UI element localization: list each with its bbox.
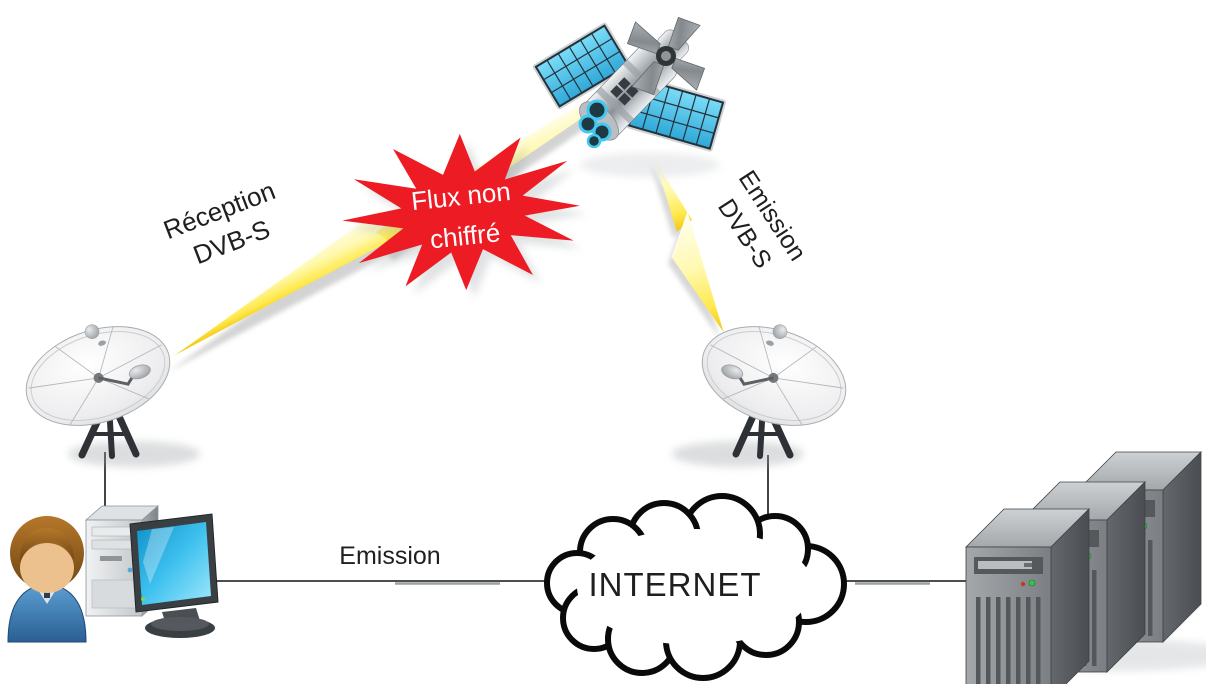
- monitor: [129, 513, 219, 638]
- label-internet: INTERNET: [588, 566, 762, 603]
- antenna-cross-icon: [626, 16, 706, 96]
- satellite-icon: [532, 16, 726, 177]
- lightning-bolt-right-icon: [650, 158, 724, 339]
- burst-icon: [342, 133, 588, 299]
- server-stack-icon: [965, 451, 1206, 684]
- thruster-icon: [578, 99, 619, 149]
- user-icon: [7, 516, 87, 643]
- server-front: [965, 508, 1090, 684]
- satellite-dish-right-icon: [672, 305, 860, 467]
- internet-cloud-icon: [544, 493, 847, 681]
- label-emission: Emission: [339, 542, 441, 570]
- satellite-dish-left-icon: [12, 305, 200, 467]
- solar-panel-left: [532, 22, 632, 110]
- desktop-computer-icon: [7, 505, 219, 643]
